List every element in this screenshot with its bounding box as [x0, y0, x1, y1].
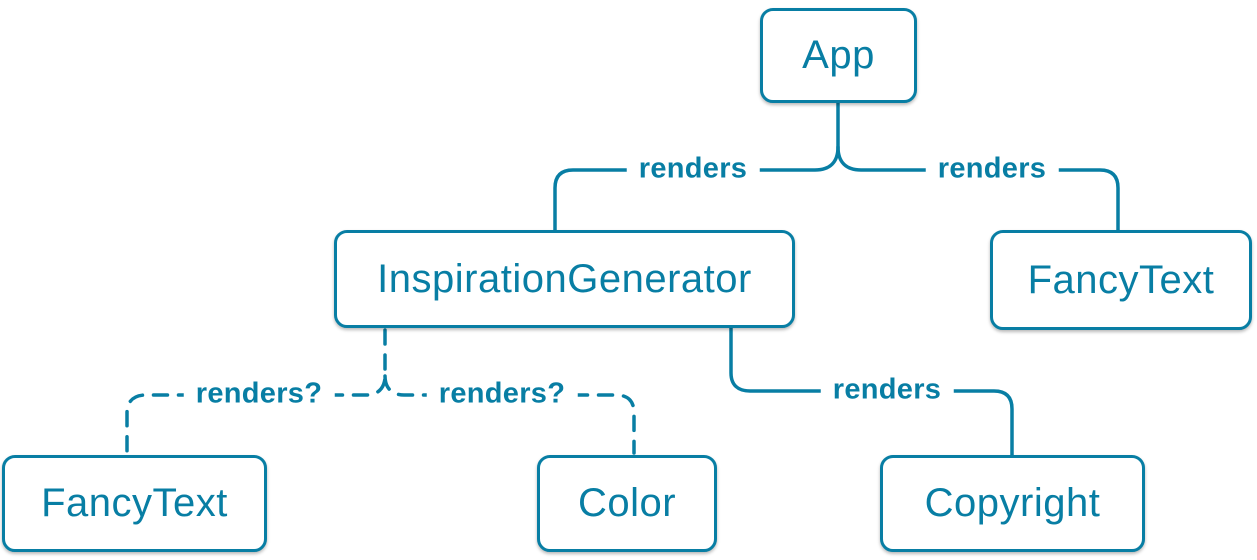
edge-label-app-inspirationgenerator: renders: [626, 151, 760, 187]
node-fancy-text-top-label: FancyText: [1027, 257, 1215, 302]
edge-label-inspirationgenerator-color: renders?: [426, 376, 578, 412]
node-fancy-text-bottom: FancyText: [2, 455, 267, 552]
node-copyright-label: Copyright: [924, 481, 1101, 525]
edge-app-fancytext: [836, 145, 1120, 232]
edge-label-app-fancytext: renders: [925, 151, 1059, 187]
node-inspiration-generator: InspirationGenerator: [334, 230, 795, 328]
node-fancy-text-bottom-label: FancyText: [41, 481, 228, 525]
edge-label-inspirationgenerator-copyright: renders: [820, 372, 954, 408]
node-color-label: Color: [577, 481, 677, 525]
node-color: Color: [537, 455, 717, 552]
edge-label-inspirationgenerator-fancytext: renders?: [183, 376, 335, 412]
node-app: App: [760, 8, 917, 103]
node-fancy-text-top: FancyText: [990, 230, 1252, 330]
node-app-label: App: [802, 33, 875, 77]
node-inspiration-generator-label: InspirationGenerator: [377, 256, 752, 301]
edge-inspirationgenerator-color: [383, 374, 636, 455]
node-copyright: Copyright: [880, 455, 1145, 552]
